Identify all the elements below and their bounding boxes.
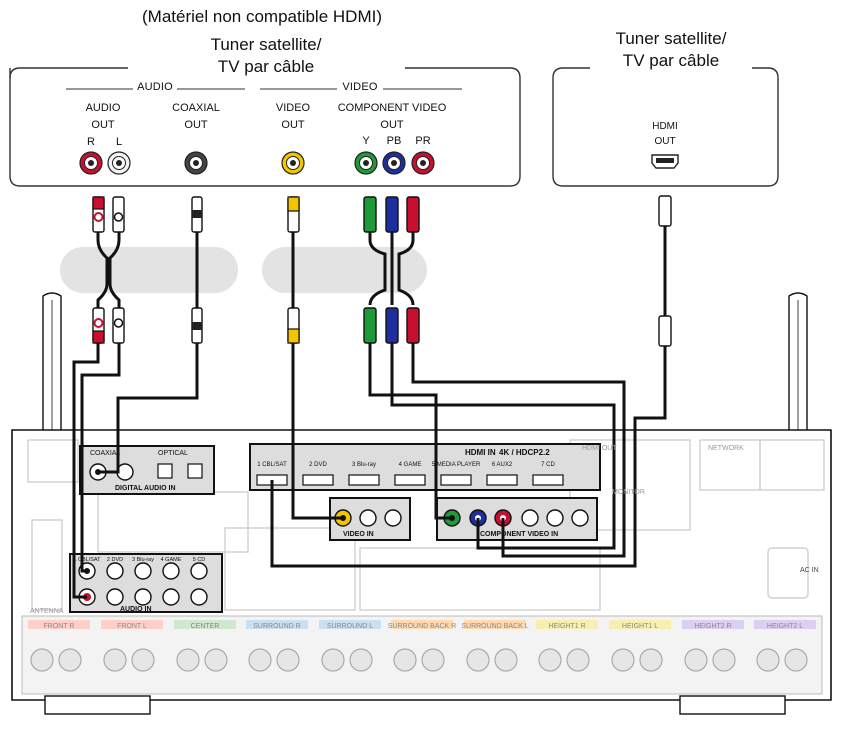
hdmi-in-port-label: 3 Blu-ray bbox=[352, 462, 376, 468]
antenna-right-icon bbox=[788, 292, 808, 453]
digital-audio-in-panel bbox=[79, 445, 215, 495]
component-pb-jack bbox=[382, 151, 406, 175]
video-jack bbox=[281, 151, 305, 175]
optical-label: OPTICAL bbox=[158, 450, 188, 457]
component-plugs-top bbox=[363, 196, 420, 233]
hdmi-in-port-label: 6 AUX2 bbox=[492, 462, 513, 468]
hdmi-out-label-2: OUT bbox=[654, 136, 676, 147]
speaker-terminal-label: HEIGHT1 R bbox=[548, 623, 585, 630]
hdmi-in-port-label: 7 CD bbox=[541, 462, 555, 468]
audio-r-label: R bbox=[87, 136, 95, 148]
wiring-to-receiver bbox=[72, 343, 667, 599]
audio-r-jack bbox=[79, 151, 103, 175]
comp-y-label: Y bbox=[362, 135, 370, 147]
hdmi-in-port-label: 5 MEDIA PLAYER bbox=[432, 462, 481, 468]
hdmi-out-port bbox=[651, 154, 679, 169]
video-out-label-1: VIDEO bbox=[275, 102, 311, 114]
hdmi-in-port-label: 1 CBL/SAT bbox=[257, 462, 287, 468]
hdmi-in-panel bbox=[249, 443, 601, 491]
antenna-label: ANTENNA bbox=[30, 608, 64, 615]
audio-in-port-label: 5 CD bbox=[193, 557, 206, 563]
speaker-terminal-label: SURROUND R bbox=[253, 623, 300, 630]
audio-out-label-2: OUT bbox=[91, 119, 115, 131]
speaker-terminal-label: SURROUND L bbox=[327, 623, 373, 630]
audio-in-port-label: 3 Blu-ray bbox=[132, 557, 154, 563]
hdmi-out-label-1: HDMI bbox=[652, 121, 678, 132]
speaker-terminal-label: CENTER bbox=[191, 623, 220, 630]
audio-out-label-1: AUDIO bbox=[85, 102, 121, 114]
speaker-terminal-label: HEIGHT2 L bbox=[767, 623, 803, 630]
component-pr-jack bbox=[411, 151, 435, 175]
coaxial-cable bbox=[191, 196, 203, 344]
hdmi-cable bbox=[658, 195, 672, 347]
audio-in-panel bbox=[69, 553, 223, 613]
antenna-left-icon bbox=[42, 292, 62, 453]
coaxial-out-label-2: OUT bbox=[184, 119, 208, 131]
hdmi-in-port-label: 2 DVD bbox=[309, 462, 327, 468]
audio-in-port-label: 2 DVD bbox=[107, 557, 123, 563]
video-section-header: VIDEO bbox=[338, 82, 382, 93]
composite-video-cable bbox=[287, 196, 300, 344]
audio-l-label: L bbox=[115, 136, 123, 148]
comp-pr-label: PR bbox=[415, 135, 431, 147]
audio-rca-plug-l-bottom bbox=[112, 307, 125, 344]
right-device-title-2: TV par câble bbox=[622, 51, 720, 70]
video-out-label-2: OUT bbox=[281, 119, 305, 131]
digital-audio-in-label: DIGITAL AUDIO IN bbox=[115, 485, 176, 492]
ac-in-label: AC IN bbox=[800, 567, 819, 574]
speaker-terminal-label: FRONT L bbox=[117, 623, 147, 630]
coaxial-jack bbox=[184, 151, 208, 175]
component-y-jack bbox=[354, 151, 378, 175]
right-device-title-1: Tuner satellite/ bbox=[615, 29, 727, 48]
left-device-title-2: TV par câble bbox=[217, 57, 315, 76]
video-in-panel bbox=[329, 497, 411, 541]
speaker-terminal-label: HEIGHT2 R bbox=[694, 623, 731, 630]
component-plugs-bottom bbox=[363, 307, 420, 344]
audio-in-port-label: 1 CBL/SAT bbox=[73, 557, 101, 563]
monitor-label: MONITOR bbox=[612, 489, 645, 496]
coaxial-label: COAXIAL bbox=[90, 450, 121, 457]
audio-rca-cable bbox=[96, 232, 121, 308]
component-video-cable bbox=[368, 232, 415, 306]
component-out-label-2: OUT bbox=[380, 119, 404, 131]
audio-section-header: AUDIO bbox=[133, 82, 177, 93]
audio-l-jack bbox=[107, 151, 131, 175]
audio-in-port-label: 4 GAME bbox=[161, 557, 182, 563]
audio-rca-plug-l-top bbox=[112, 196, 125, 233]
audio-rca-plug-r-top bbox=[92, 196, 105, 233]
hdmi-in-header: HDMI IN bbox=[465, 448, 496, 457]
audio-rca-plug-r-bottom bbox=[92, 307, 105, 344]
component-video-in-panel bbox=[436, 497, 598, 541]
left-source-device bbox=[9, 67, 521, 187]
speaker-terminal-label: FRONT R bbox=[44, 623, 75, 630]
hdmi-in-subheader: 4K / HDCP2.2 bbox=[499, 448, 550, 457]
left-device-title-1: Tuner satellite/ bbox=[210, 35, 322, 54]
component-video-in-label: COMPONENT VIDEO IN bbox=[480, 531, 559, 538]
coaxial-out-label-1: COAXIAL bbox=[172, 102, 220, 114]
hdmi-in-port-label: 4 GAME bbox=[399, 462, 422, 468]
network-label: NETWORK bbox=[708, 445, 744, 452]
speaker-terminal-label: SURROUND BACK R bbox=[388, 623, 456, 630]
hdmi-out-receiver-label: HDMI OUT bbox=[582, 445, 617, 452]
speaker-terminal-label: SURROUND BACK L bbox=[461, 623, 528, 630]
or-bubble-left bbox=[60, 247, 238, 293]
component-out-label-1: COMPONENT VIDEO bbox=[337, 102, 447, 114]
comp-pb-label: PB bbox=[386, 135, 402, 147]
video-in-label: VIDEO IN bbox=[343, 531, 374, 538]
audio-in-label: AUDIO IN bbox=[120, 606, 152, 613]
right-source-device bbox=[552, 67, 779, 187]
non-hdmi-note: (Matériel non compatible HDMI) bbox=[142, 7, 382, 26]
speaker-terminal-label: HEIGHT1 L bbox=[622, 623, 658, 630]
speaker-terminals bbox=[28, 620, 816, 672]
